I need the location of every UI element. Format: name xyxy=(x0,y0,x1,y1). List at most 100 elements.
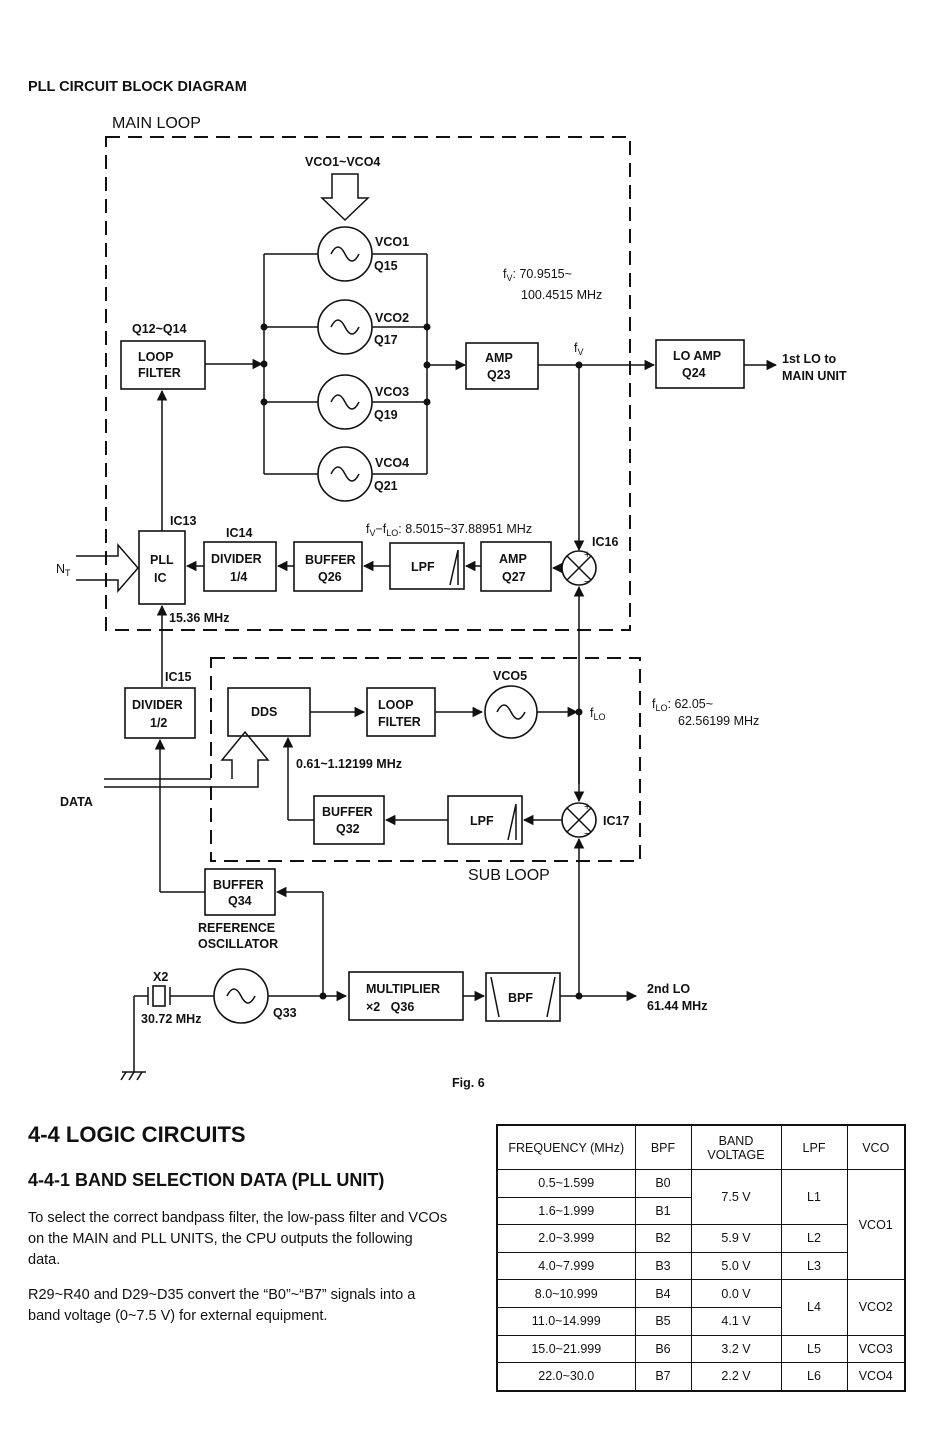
cell-bpf: B6 xyxy=(634,1334,692,1364)
main-loop-label: MAIN LOOP xyxy=(112,115,201,132)
crystal-x2 xyxy=(133,985,214,1072)
cell-bpf: B2 xyxy=(634,1224,692,1253)
cell-frequency: 8.0~10.999 xyxy=(496,1279,636,1308)
pll-ic-label-2: IC xyxy=(154,571,167,585)
cell-bpf: B4 xyxy=(634,1279,692,1308)
amp-q27-label: AMP xyxy=(499,552,527,566)
ic14-label: IC14 xyxy=(226,526,252,540)
flo-range-end: 62.56199 MHz xyxy=(678,714,759,728)
nt-label: NT xyxy=(56,562,71,578)
lpf-sub-block xyxy=(447,795,523,845)
cell-frequency: 0.5~1.599 xyxy=(496,1169,636,1198)
main-loop-boundary xyxy=(105,136,631,631)
buffer-q26-ref: Q26 xyxy=(318,570,342,584)
header-lpf: LPF xyxy=(780,1124,848,1170)
loop-filter-sub-label-2: FILTER xyxy=(378,715,421,729)
data-input-arrow xyxy=(104,730,270,788)
buffer-q34-label: BUFFER xyxy=(213,878,264,892)
cell-lpf: L2 xyxy=(780,1224,848,1253)
figure-caption: Fig. 6 xyxy=(452,1076,485,1090)
reference-oscillator-label-1: REFERENCE xyxy=(198,921,275,935)
dds-frequency-range: 0.61~1.12199 MHz xyxy=(296,757,402,771)
cell-frequency: 1.6~1.999 xyxy=(496,1196,636,1226)
cell-lpf: L1 xyxy=(780,1168,848,1226)
cell-bpf: B0 xyxy=(634,1169,692,1198)
lo-output-label-2: MAIN UNIT xyxy=(782,369,847,383)
lo-amp-block xyxy=(655,339,745,389)
dds-block xyxy=(227,687,311,737)
lo-amp-ref: Q24 xyxy=(682,366,706,380)
cell-frequency: 2.0~3.999 xyxy=(496,1224,636,1253)
table-row: 22.0~30.0 B7 2.2 V L6 VCO4 xyxy=(496,1362,906,1392)
ic16-label: IC16 xyxy=(592,535,618,549)
divider-half-block xyxy=(124,687,196,739)
cell-voltage: 4.1 V xyxy=(690,1306,782,1336)
loop-filter-ref: Q12~Q14 xyxy=(132,322,187,336)
table-row: 8.0~10.999 B4 0.0 V L4 VCO2 xyxy=(496,1279,906,1336)
lpf-sub-label: LPF xyxy=(470,814,494,828)
cell-bpf: B5 xyxy=(634,1306,692,1336)
ic13-label: IC13 xyxy=(170,514,196,528)
buffer-q32-ref: Q32 xyxy=(336,822,360,836)
cell-vco: VCO3 xyxy=(846,1334,906,1364)
cell-vco: VCO1 xyxy=(846,1168,906,1281)
vco1-label: VCO1 xyxy=(375,235,409,249)
flo-range: fLO: 62.05~ xyxy=(652,697,713,713)
second-lo-frequency: 61.44 MHz xyxy=(647,999,707,1013)
amp-q27-block xyxy=(480,541,552,592)
section-title: 4-4 LOGIC CIRCUITS xyxy=(28,1122,246,1147)
data-label: DATA xyxy=(60,795,93,809)
buffer-q26-label: BUFFER xyxy=(305,553,356,567)
fv-range-end: 100.4515 MHz xyxy=(521,288,602,302)
cell-bpf: B7 xyxy=(634,1362,692,1392)
vco3-transistor: Q19 xyxy=(374,408,398,422)
cell-voltage: 2.2 V xyxy=(690,1362,782,1392)
nt-input-arrow xyxy=(76,542,139,594)
table-header-row: FREQUENCY (MHz) BPF BAND VOLTAGE LPF VCO xyxy=(496,1124,906,1170)
divider-quarter-ratio: 1/4 xyxy=(230,570,247,584)
subsection-title: 4-4-1 BAND SELECTION DATA (PLL UNIT) xyxy=(28,1170,385,1190)
lo-amp-label: LO AMP xyxy=(673,349,721,363)
lo-output-label-1: 1st LO to xyxy=(782,352,837,366)
table-row: 11.0~14.999 B5 4.1 V xyxy=(496,1306,905,1336)
pll-block-diagram: PLL CIRCUIT BLOCK DIAGRAM MAIN LOOP SUB … xyxy=(28,79,847,1090)
cell-frequency: 4.0~7.999 xyxy=(496,1251,636,1281)
vco-bank xyxy=(264,226,427,502)
cell-frequency: 11.0~14.999 xyxy=(496,1306,636,1336)
junction-dots xyxy=(260,323,583,1000)
fv-node-label: fV xyxy=(574,341,584,357)
ic15-label: IC15 xyxy=(165,670,191,684)
cell-bpf: B1 xyxy=(634,1196,692,1226)
table-row: 4.0~7.999 B3 5.0 V L3 xyxy=(496,1251,905,1281)
cell-vco: VCO2 xyxy=(846,1279,906,1336)
buffer-q26-block xyxy=(293,541,363,592)
divider-half-ratio: 1/2 xyxy=(150,716,167,730)
loop-filter-label-1: LOOP xyxy=(138,350,173,364)
vco1-transistor: Q15 xyxy=(374,259,398,273)
vco2-transistor: Q17 xyxy=(374,333,398,347)
q33-label: Q33 xyxy=(273,1006,297,1020)
difference-frequency-label: fV−fLO: 8.5015~37.88951 MHz xyxy=(366,522,532,538)
vco-select-label: VCO1~VCO4 xyxy=(305,155,380,169)
second-lo-label: 2nd LO xyxy=(647,982,690,996)
cell-voltage: 5.0 V xyxy=(690,1251,782,1281)
header-frequency: FREQUENCY (MHz) xyxy=(496,1124,636,1170)
cell-voltage: 7.5 V xyxy=(690,1168,782,1226)
pll-ic-label-1: PLL xyxy=(150,553,174,567)
table-row: 2.0~3.999 B2 5.9 V L2 xyxy=(496,1224,905,1253)
loop-filter-sub-label-1: LOOP xyxy=(378,698,413,712)
flo-node-label: fLO xyxy=(590,706,606,722)
crystal-frequency: 30.72 MHz xyxy=(141,1012,201,1026)
cell-voltage: 0.0 V xyxy=(690,1279,782,1308)
sub-loop-label: SUB LOOP xyxy=(468,867,550,884)
multiplier-label: MULTIPLIER xyxy=(366,982,440,996)
header-vco: VCO xyxy=(846,1124,906,1170)
mixer-ic17-plus: + xyxy=(584,801,590,813)
buffer-q34-block xyxy=(204,868,276,916)
cell-voltage: 3.2 V xyxy=(690,1334,782,1364)
header-band-voltage: BAND VOLTAGE xyxy=(690,1124,782,1170)
lpf-main-block xyxy=(389,542,465,590)
multiplier-ratio: ×2 Q36 xyxy=(366,1000,414,1014)
vco5-label: VCO5 xyxy=(493,669,527,683)
lpf-main-label: LPF xyxy=(411,560,435,574)
